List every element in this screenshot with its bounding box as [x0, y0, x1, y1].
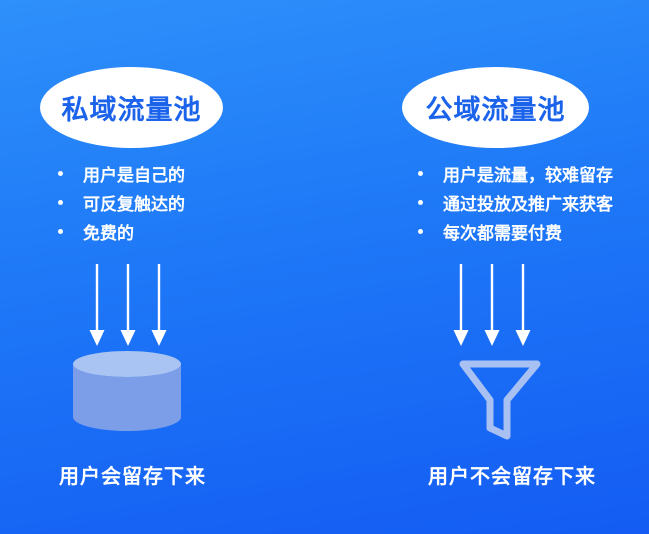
- arrow-down-icon: [120, 264, 136, 346]
- public-pool-badge: 公域流量池: [402, 67, 589, 148]
- bullet-item: 可反复触达的: [58, 188, 278, 217]
- arrow-down-icon: [89, 264, 105, 346]
- private-pool-arrows: [89, 263, 167, 347]
- arrow-down-icon: [515, 264, 531, 346]
- private-pool-badge: 私域流量池: [40, 67, 223, 148]
- private-pool-title: 私域流量池: [61, 95, 202, 125]
- arrow-down-icon: [151, 264, 167, 346]
- arrow-down-icon: [484, 264, 500, 346]
- public-pool-bullet-list: 用户是流量，较难留存 通过投放及推广来获客 每次都需要付费: [418, 159, 648, 246]
- private-pool-bullet-list: 用户是自己的 可反复触达的 免费的: [58, 159, 278, 246]
- public-pool-arrows: [453, 263, 531, 347]
- private-pool-caption: 用户会留存下来: [59, 466, 206, 488]
- bullet-item: 用户是自己的: [58, 159, 278, 188]
- bullet-item: 免费的: [58, 217, 278, 246]
- public-pool-title: 公域流量池: [425, 95, 566, 125]
- public-pool-caption: 用户不会留存下来: [428, 466, 596, 488]
- bullet-item: 每次都需要付费: [418, 217, 648, 246]
- bullet-item: 通过投放及推广来获客: [418, 188, 648, 217]
- bullet-item: 用户是流量，较难留存: [418, 159, 648, 188]
- funnel-icon: [452, 352, 548, 453]
- cylinder-icon: [73, 351, 181, 437]
- arrow-down-icon: [453, 264, 469, 346]
